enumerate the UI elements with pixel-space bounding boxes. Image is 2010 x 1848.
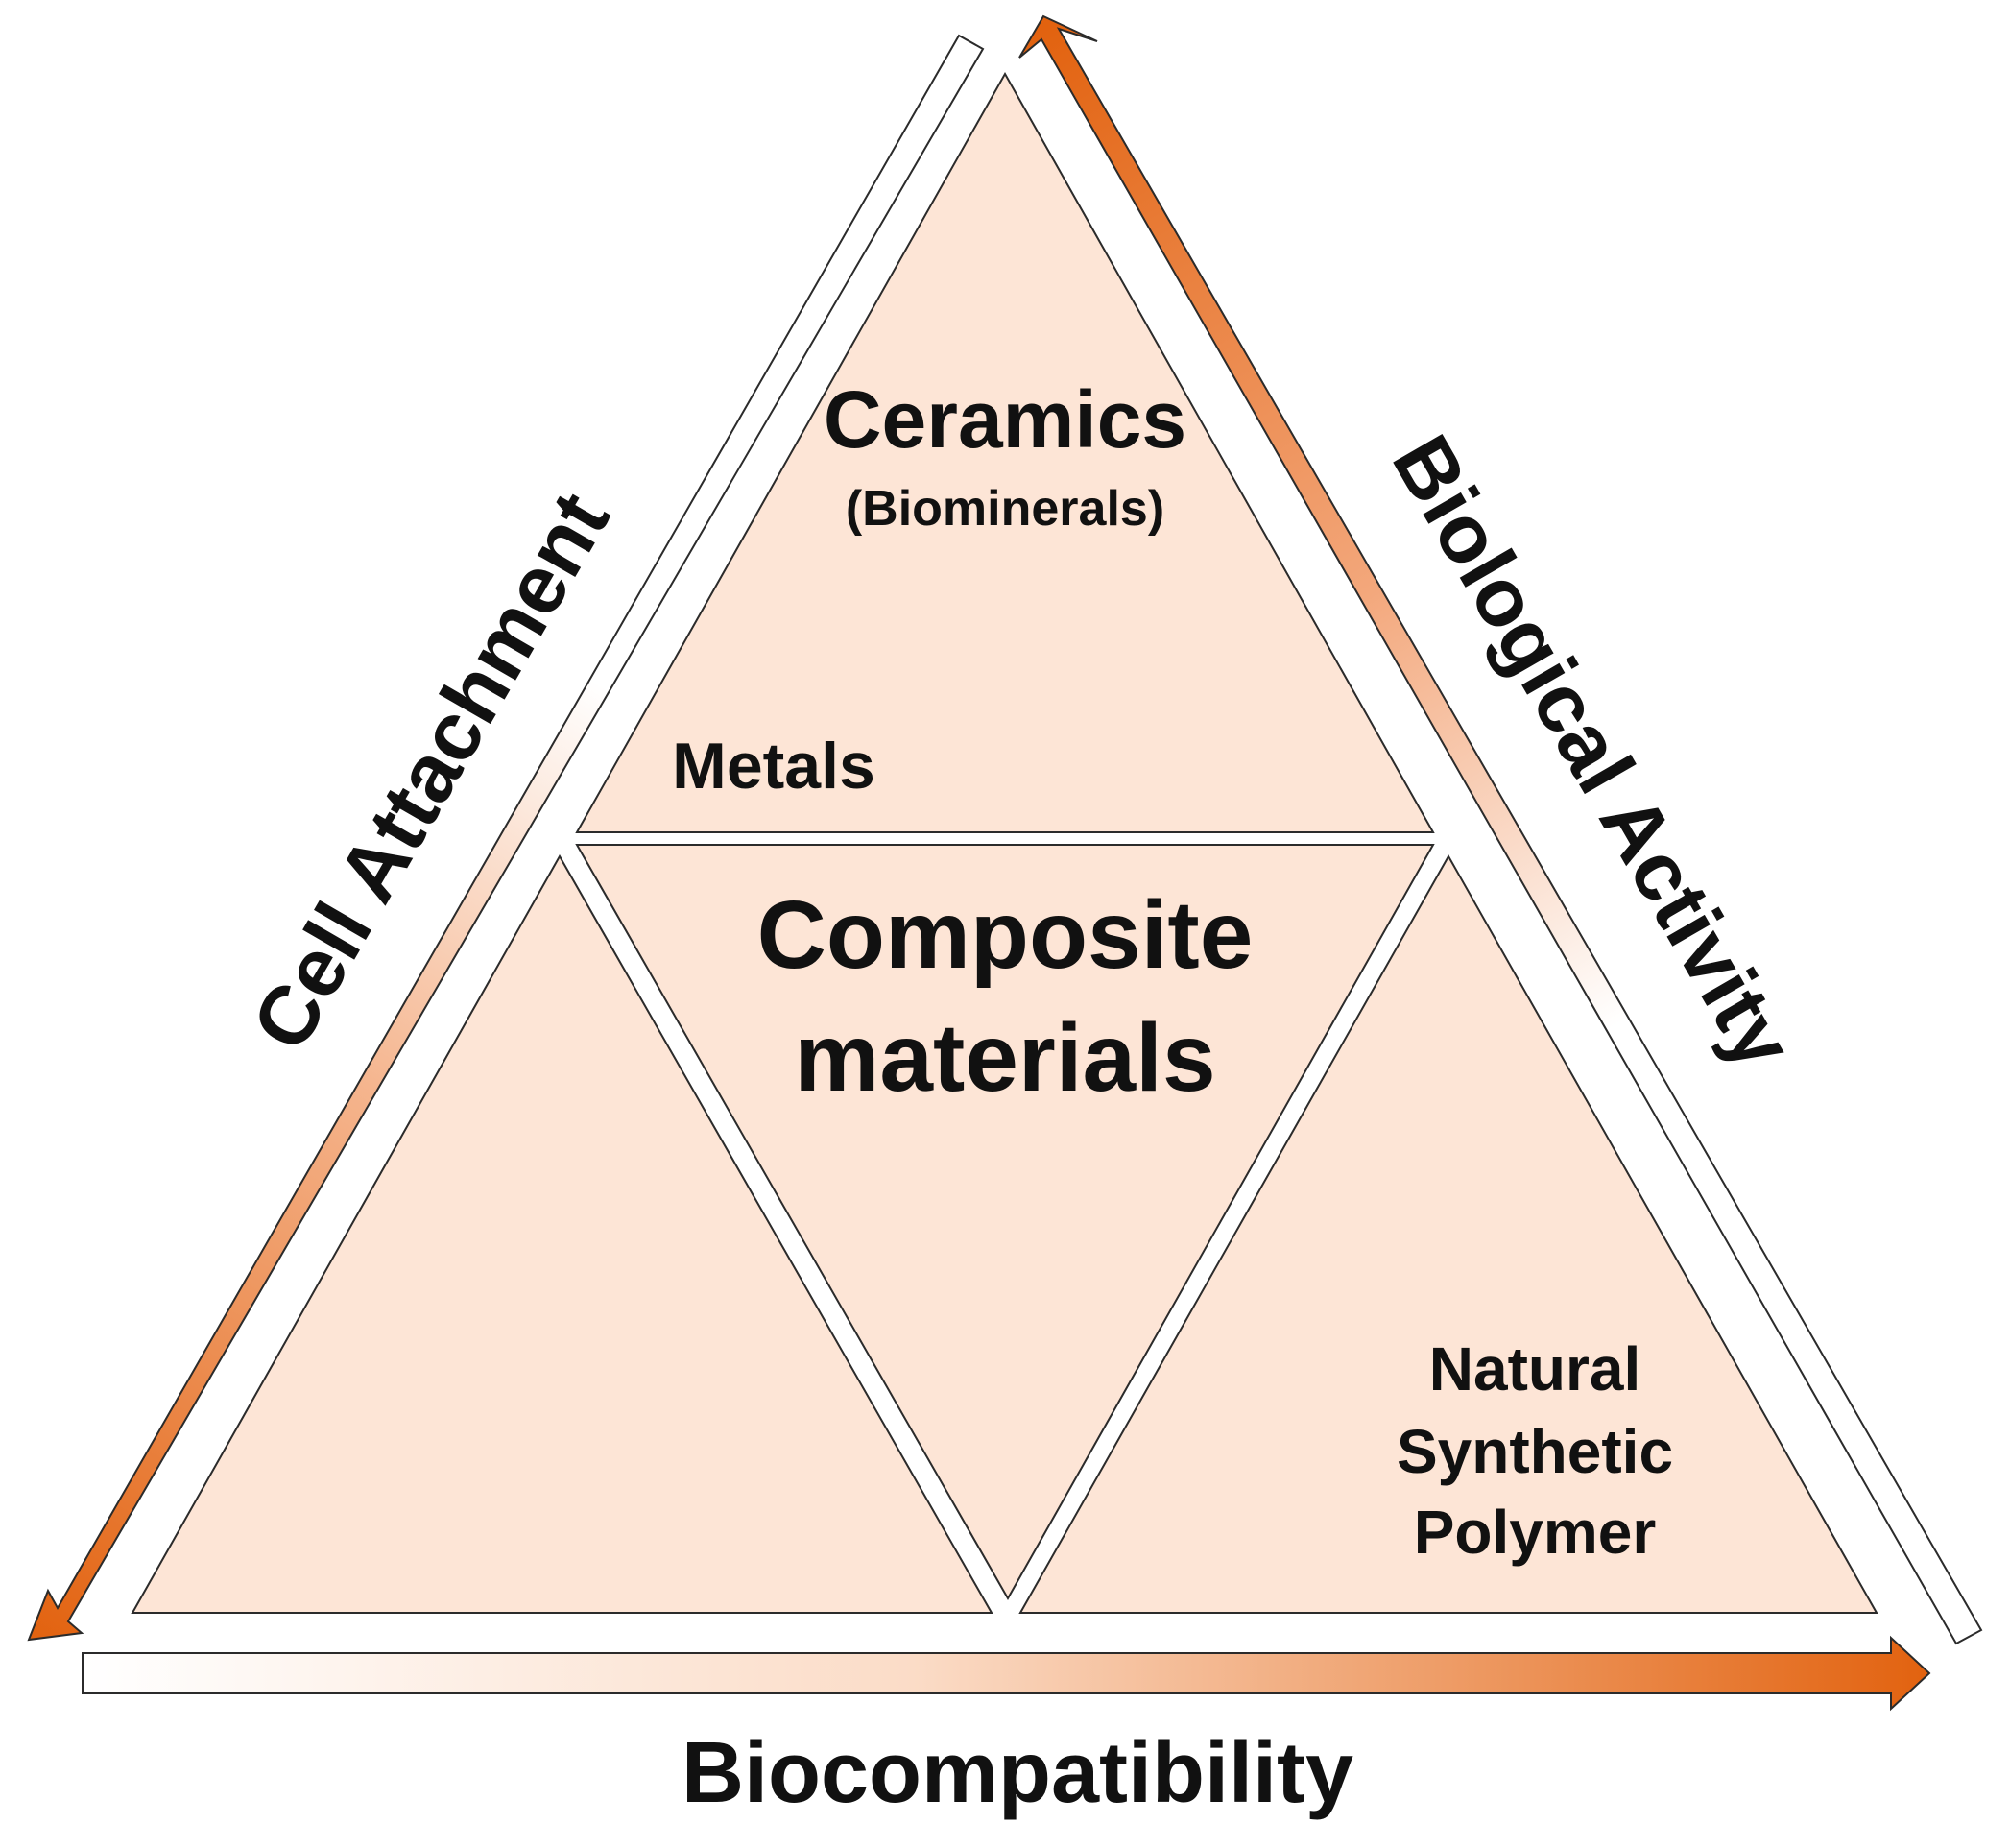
left-arrow-bar (27, 34, 985, 1642)
center-triangle (575, 844, 1435, 1601)
right-arrow-bar (1018, 14, 1983, 1645)
label-ceramics: Ceramics (824, 374, 1186, 465)
label-composite-line1: Composite (757, 881, 1254, 989)
bottom-arrow-bar (82, 1635, 1931, 1712)
label-metals: Metals (672, 730, 875, 803)
top-triangle (575, 71, 1435, 833)
label-synthetic: Synthetic (1397, 1417, 1673, 1486)
bottom-right-triangle (1018, 853, 1878, 1614)
bottom-left-triangle (131, 853, 993, 1614)
label-polymer: Polymer (1414, 1498, 1657, 1567)
axis-label-biocompatibility: Biocompatibility (682, 1725, 1353, 1821)
label-composite-line2: materials (794, 1004, 1215, 1112)
label-natural: Natural (1429, 1334, 1641, 1404)
label-biominerals: (Biominerals) (846, 481, 1164, 537)
